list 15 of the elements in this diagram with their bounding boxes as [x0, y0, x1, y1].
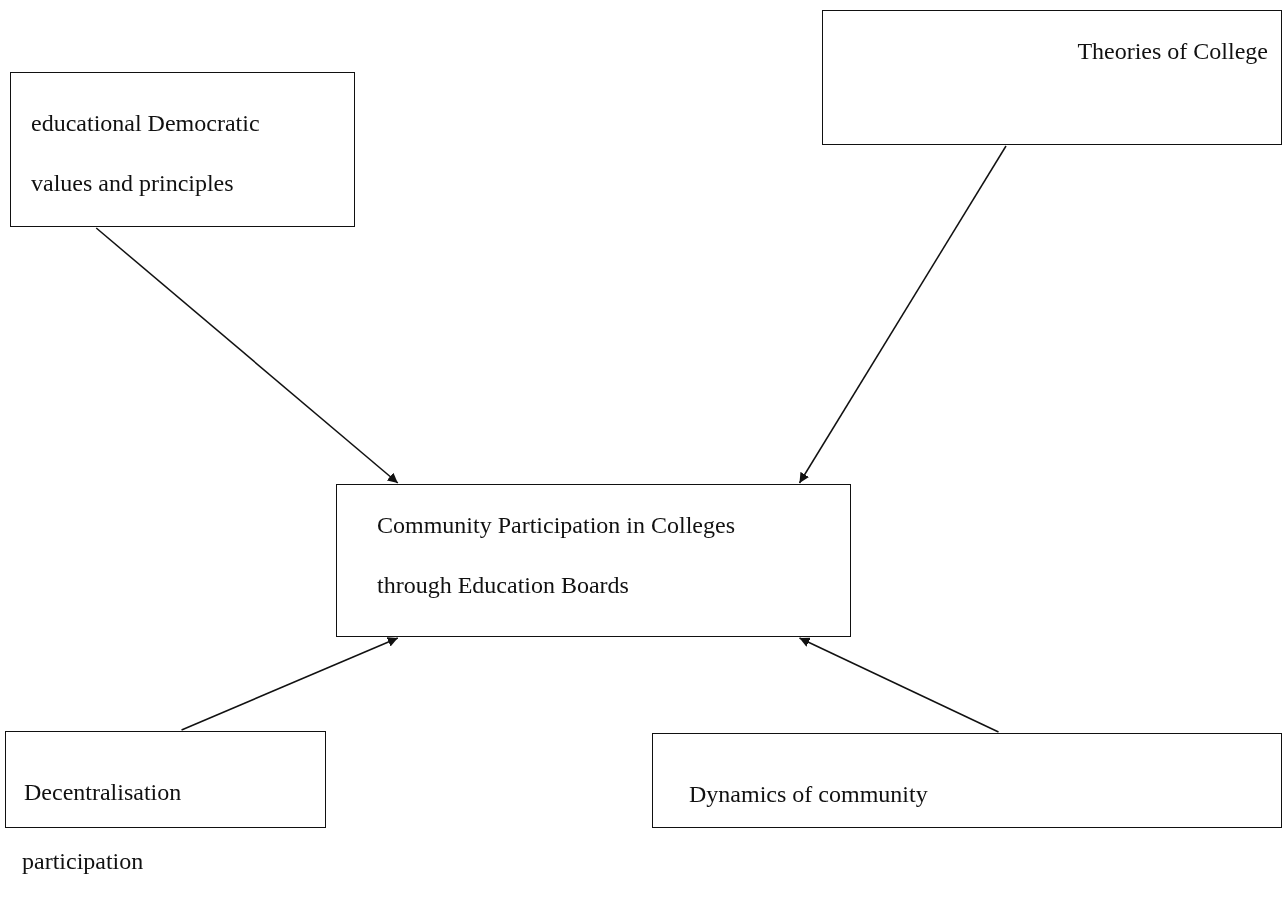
box-label: educational Democratic values and principles — [31, 109, 261, 198]
box-label: Decentralisation — [24, 778, 183, 807]
text-box — [336, 484, 851, 637]
text-box — [10, 72, 355, 227]
arrow — [798, 145, 1007, 484]
arrow — [798, 637, 1000, 733]
arrow — [95, 227, 399, 484]
box-label: Community Participation in Colleges through Education Boards — [377, 511, 736, 600]
arrow — [180, 637, 399, 731]
text-box — [822, 10, 1282, 145]
note-text: participation — [22, 848, 144, 875]
box-label: Theories of College — [1076, 37, 1268, 66]
box-label: Dynamics of community — [689, 780, 929, 809]
text-box — [652, 733, 1282, 828]
text-box — [5, 731, 326, 828]
